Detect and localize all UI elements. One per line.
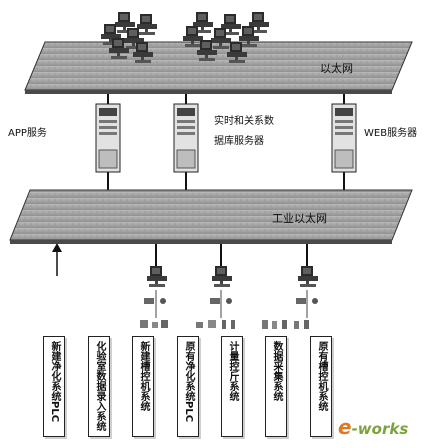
- industrial-band-edge: [10, 240, 392, 244]
- system-label: 数据采集系统: [271, 341, 282, 401]
- ethernet-band: [24, 41, 413, 91]
- system-box-lab-data-entry: 化验室数据录入系统: [88, 336, 110, 437]
- field-workstation-1: [140, 266, 168, 328]
- industrial-ethernet-label: 工业以太网: [272, 212, 327, 225]
- up-arrow-icon: [52, 243, 62, 276]
- system-label: 计量控斤系统: [227, 341, 238, 401]
- system-box-existing-purification-plc: 原有净化系统PLC: [177, 336, 199, 437]
- system-box-existing-pot-control: 原有槽控机系统: [310, 336, 332, 437]
- realtime-db-server-label-line2: 据库服务器: [214, 136, 264, 147]
- system-label: 新建净化系统PLC: [49, 341, 60, 423]
- system-box-metering-control: 计量控斤系统: [221, 336, 243, 437]
- industrial-ethernet-band: [9, 189, 413, 241]
- system-label: 原有槽控机系统: [316, 341, 327, 411]
- system-label: 原有净化系统PLC: [183, 341, 194, 423]
- system-box-new-pot-control: 新建槽控机系统: [132, 336, 154, 437]
- band-links: [107, 94, 345, 190]
- realtime-db-server-label-line1: 实时和关系数: [214, 116, 274, 127]
- ethernet-band-edge: [25, 90, 392, 94]
- web-server-label: WEB服务器: [364, 128, 418, 139]
- app-server: [95, 103, 121, 173]
- system-box-new-purification-plc: 新建净化系统PLC: [43, 336, 65, 437]
- system-label: 化验室数据录入系统: [94, 341, 105, 431]
- system-label: 新建槽控机系统: [138, 341, 149, 411]
- ethernet-label: 以太网: [320, 62, 353, 75]
- web-server: [331, 103, 357, 173]
- system-box-data-acquisition: 数据采集系统: [265, 336, 287, 437]
- field-links: [155, 244, 308, 266]
- field-workstation-3: [262, 266, 318, 329]
- realtime-db-server: [173, 103, 199, 173]
- field-workstation-2: [196, 266, 235, 329]
- app-server-label: APP服务: [8, 128, 47, 139]
- eworks-logo: e-works: [338, 415, 409, 439]
